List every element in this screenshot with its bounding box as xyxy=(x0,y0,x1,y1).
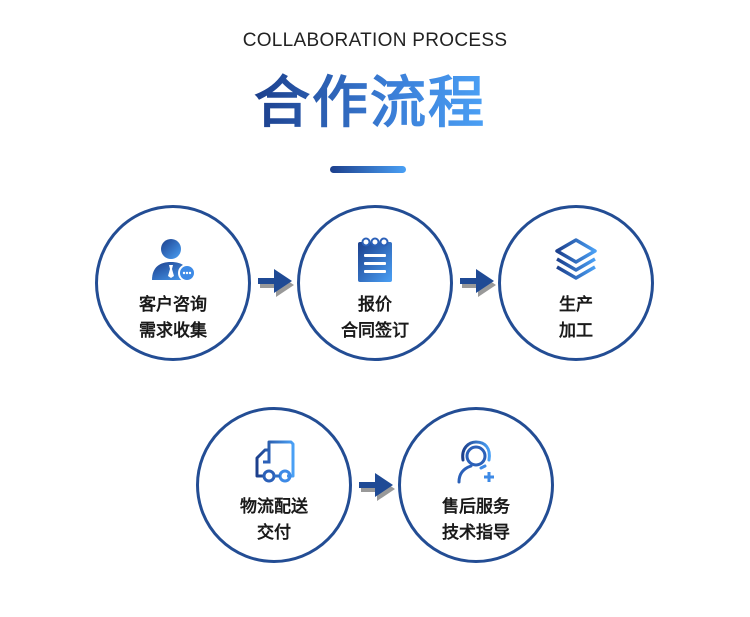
step-production: 生产 加工 xyxy=(498,205,654,361)
step-label-line2: 技术指导 xyxy=(442,523,510,543)
subtitle: COLLABORATION PROCESS xyxy=(242,30,508,51)
step-label: 生产 加工 xyxy=(501,292,651,344)
delivery-truck-icon xyxy=(255,440,295,483)
arrow-right-icon xyxy=(359,473,395,501)
step-label-line1: 售后服务 xyxy=(442,497,510,517)
step-label: 售后服务 技术指导 xyxy=(401,494,551,546)
step-quotation-contract: 报价 合同签订 xyxy=(297,205,453,361)
customer-service-user-icon xyxy=(152,239,196,282)
step-label: 物流配送 交付 xyxy=(199,494,349,546)
step-label: 报价 合同签订 xyxy=(300,292,450,344)
arrow-right-icon xyxy=(258,269,294,297)
step-label-line1: 生产 xyxy=(559,295,593,315)
step-label-line2: 合同签订 xyxy=(341,321,409,341)
page-title: 合作流程 xyxy=(245,66,495,142)
step-logistics-delivery: 物流配送 交付 xyxy=(196,407,352,563)
step-label: 客户咨询 需求收集 xyxy=(98,292,248,344)
arrow-right-icon xyxy=(460,269,496,297)
step-label-line2: 交付 xyxy=(257,523,291,543)
step-label-line1: 物流配送 xyxy=(240,497,308,517)
step-label-line1: 报价 xyxy=(358,295,392,315)
step-after-sales: 售后服务 技术指导 xyxy=(398,407,554,563)
step-label-line2: 加工 xyxy=(559,321,593,341)
step-label-line1: 客户咨询 xyxy=(139,295,207,315)
page-title-text: 合作流程 xyxy=(254,71,486,136)
layers-icon xyxy=(555,238,597,280)
title-underline-bar xyxy=(330,166,406,173)
notepad-icon xyxy=(358,237,392,282)
headset-support-icon xyxy=(457,440,494,484)
step-customer-consultation: 客户咨询 需求收集 xyxy=(95,205,251,361)
step-label-line2: 需求收集 xyxy=(139,321,207,341)
